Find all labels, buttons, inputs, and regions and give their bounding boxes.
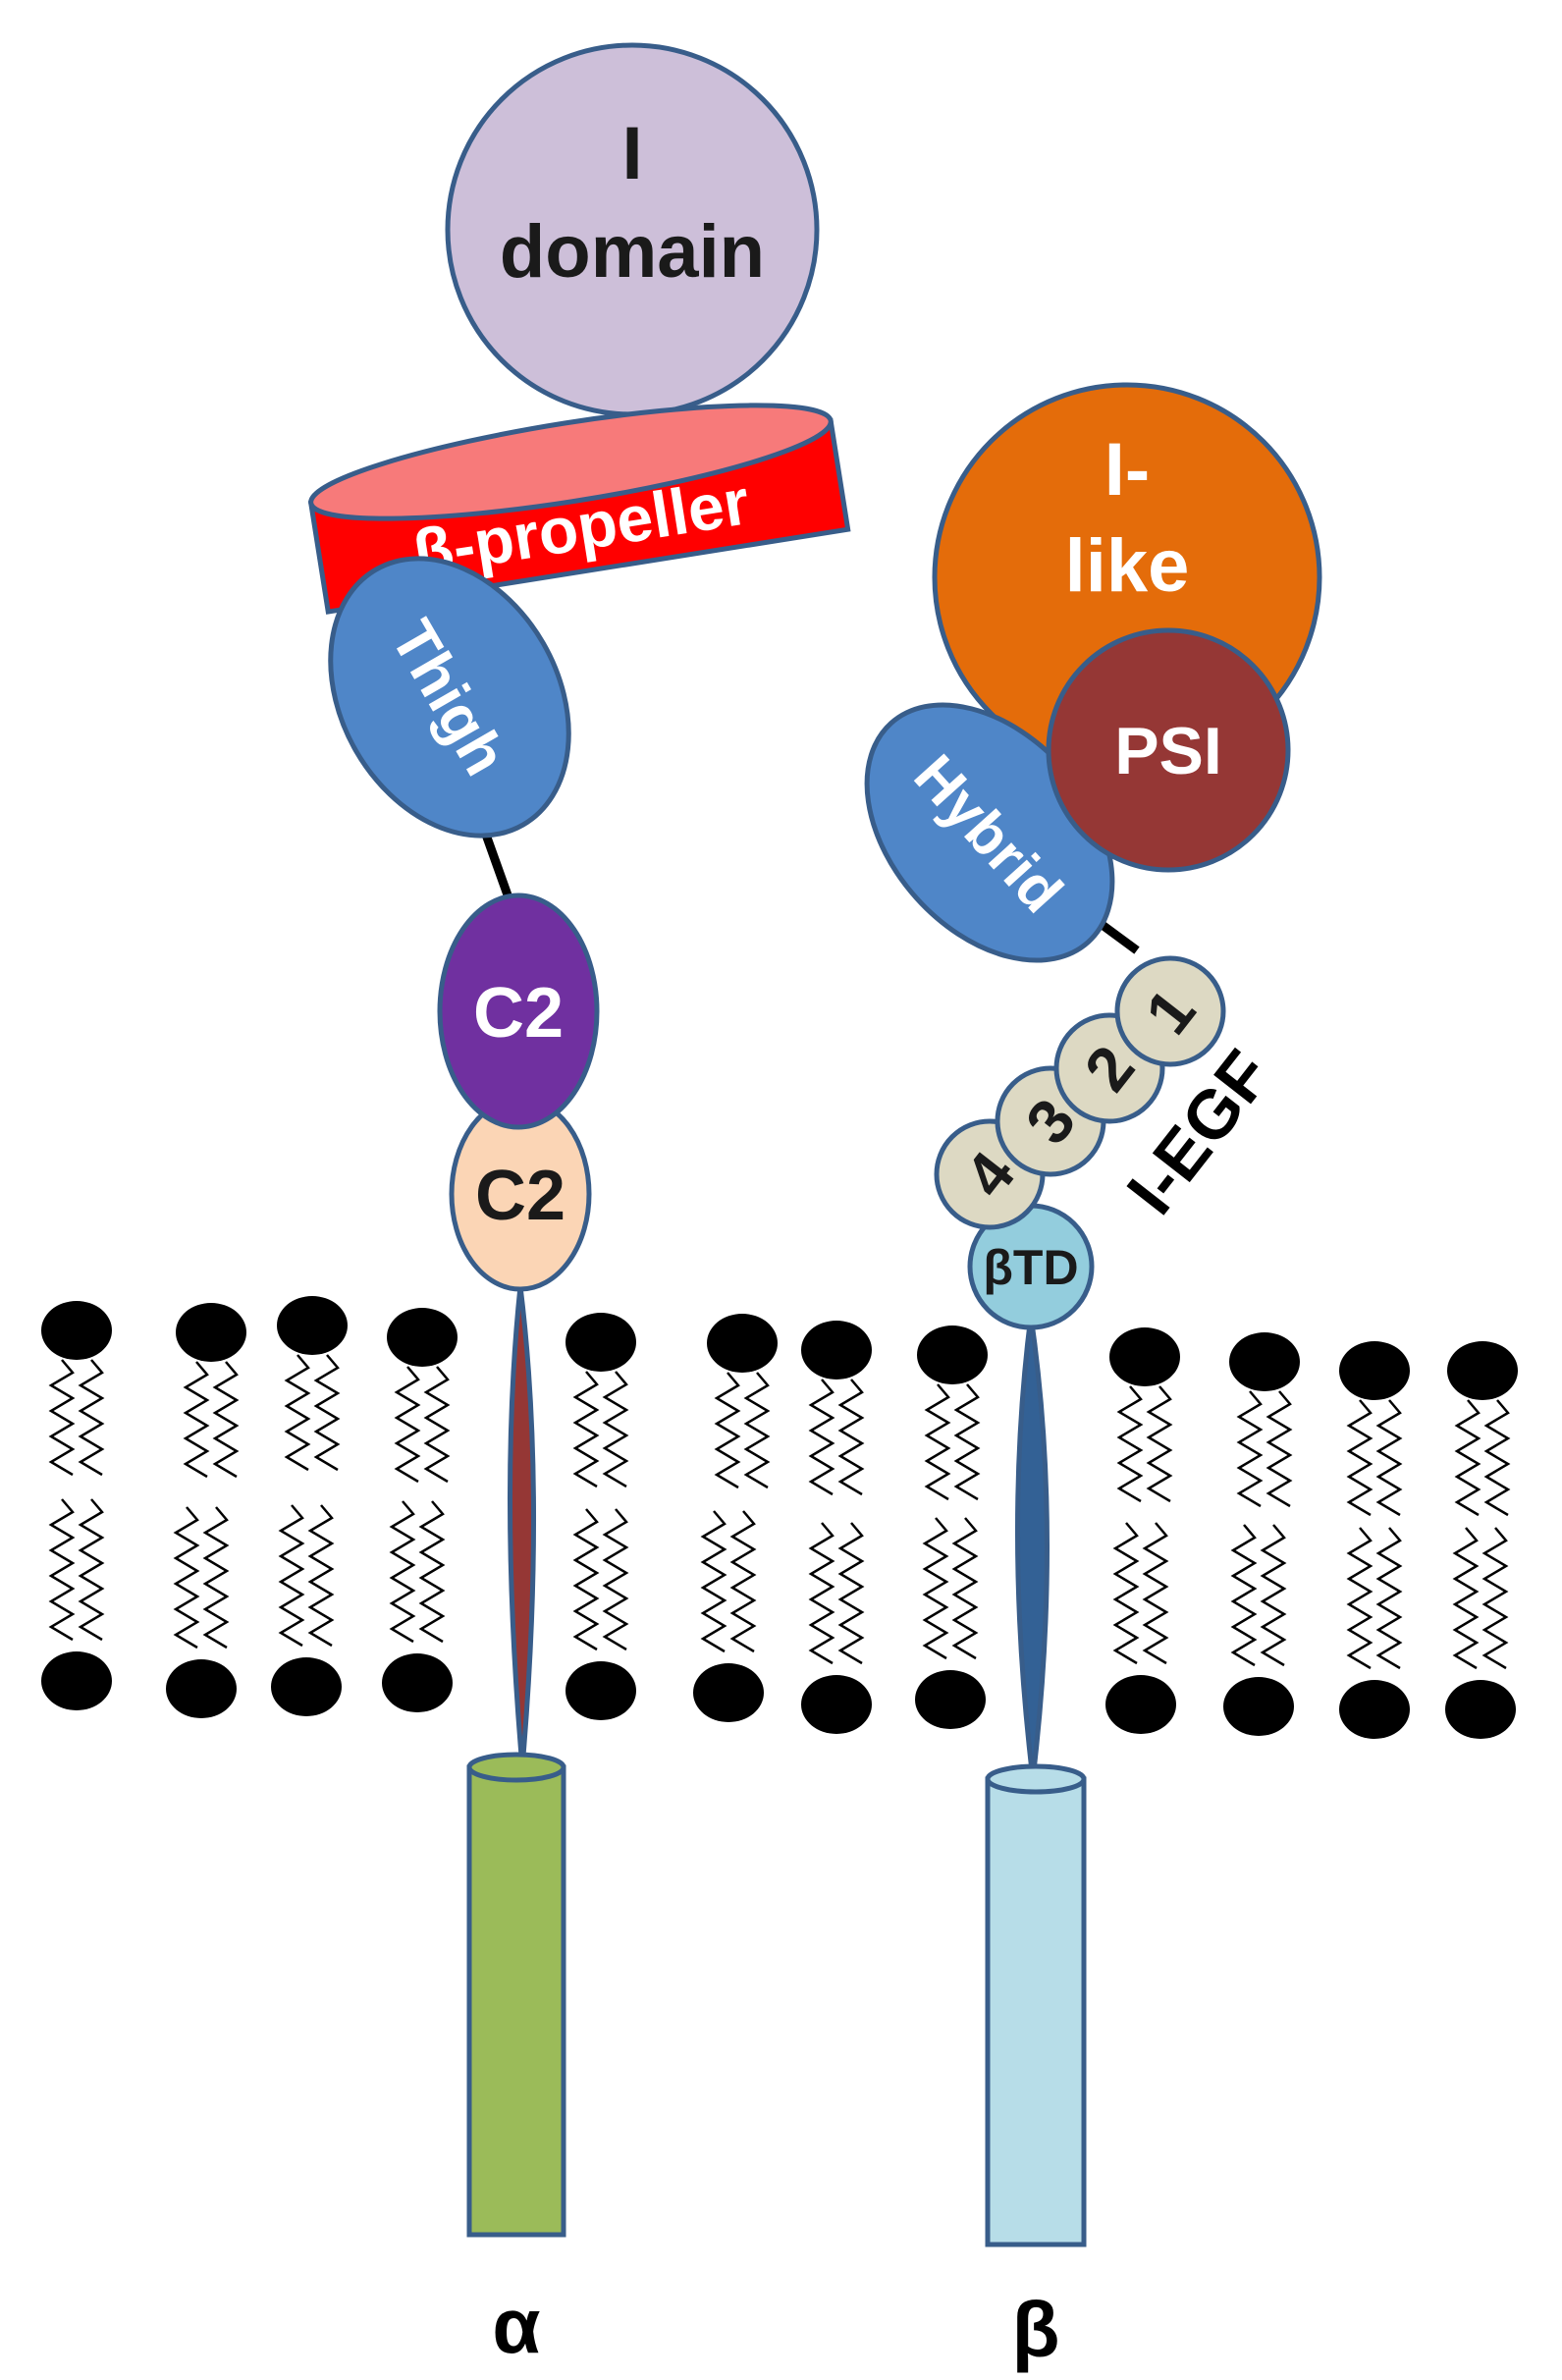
lipid-tail (389, 1500, 416, 1644)
lipid-head (707, 1314, 778, 1373)
lipid-tail (418, 1500, 446, 1644)
lipid-tail (572, 1371, 600, 1488)
lipid-tail (1260, 1524, 1287, 1667)
lipid-tail (953, 1383, 981, 1501)
lipid-tail (602, 1508, 629, 1651)
lipid-head (41, 1301, 112, 1360)
lipid-tail (1481, 1527, 1509, 1670)
lipid-tail (714, 1372, 741, 1489)
lipid-head (566, 1313, 636, 1372)
lipid-tail (423, 1366, 451, 1484)
lipid-head (566, 1661, 636, 1720)
lipid-tail (202, 1506, 230, 1650)
lipid-tail (729, 1510, 757, 1653)
lipid-head (1339, 1680, 1410, 1739)
alpha-c2-upper-label: C2 (473, 974, 564, 1053)
alpha-cytoplasmic-tail (466, 1752, 566, 2238)
lipid-tail (1236, 1390, 1264, 1508)
beta-i-like-label-2: like (1065, 524, 1190, 608)
lipid-tail (183, 1361, 210, 1479)
lipid-head (917, 1325, 988, 1384)
lipid-tail (1454, 1399, 1481, 1517)
beta-linker (1097, 919, 1140, 954)
lipid-tail (1116, 1385, 1144, 1503)
lipid-tail (1375, 1527, 1403, 1670)
lipid-tail (78, 1498, 105, 1642)
lipid-tail (212, 1361, 240, 1479)
beta-i-egf-repeats: 4 3 2 1 (934, 955, 1226, 1230)
lipid-tail (313, 1354, 341, 1472)
beta-cytoplasmic-tail (985, 1763, 1087, 2247)
lipid-tail (743, 1372, 771, 1489)
lipid-tail (278, 1504, 305, 1648)
alpha-transmembrane (507, 1285, 537, 1768)
lipid-tail (1146, 1385, 1173, 1503)
lipid-head (801, 1675, 872, 1734)
alpha-i-domain-label-1: I (621, 112, 642, 195)
lipid-tail (1375, 1399, 1403, 1517)
lipid-head (1109, 1327, 1180, 1386)
lipid-head (1447, 1341, 1518, 1400)
lipid-tail (48, 1498, 76, 1642)
lipid-tail (1112, 1522, 1140, 1665)
alpha-c2-upper (437, 892, 600, 1130)
lipid-tail (284, 1354, 311, 1472)
lipid-head (1223, 1677, 1294, 1736)
lipid-tail (1483, 1399, 1511, 1517)
beta-psi-label: PSI (1114, 714, 1222, 788)
alpha-chain-label: α (492, 2282, 540, 2369)
lipid-tail (394, 1366, 421, 1484)
lipid-tail (1142, 1522, 1169, 1665)
lipid-head (693, 1663, 764, 1722)
lipid-head (277, 1296, 348, 1355)
lipid-tail (1346, 1527, 1373, 1670)
alpha-subunit: I domain β-propeller Thigh C2 C2 α (307, 42, 851, 2369)
lipid-tail (1230, 1524, 1258, 1667)
lipid-head (915, 1670, 986, 1729)
beta-transmembrane (1015, 1315, 1050, 1780)
lipid-tail (173, 1506, 200, 1650)
lipid-tail (602, 1371, 629, 1488)
beta-psi-domain (1046, 627, 1291, 873)
beta-chain-label: β (1012, 2286, 1060, 2373)
lipid-tail (1452, 1527, 1480, 1670)
lipid-head (801, 1321, 872, 1379)
lipid-head (176, 1303, 246, 1362)
lipid-tail (837, 1522, 865, 1665)
lipid-head (1445, 1680, 1516, 1739)
lipid-head (41, 1651, 112, 1710)
beta-i-like-label-1: I- (1104, 428, 1150, 512)
alpha-thigh: Thigh (328, 556, 571, 838)
beta-subunit: I- like Hybrid PSI βTD 4 3 2 1 I-EGF (864, 382, 1322, 2373)
lipid-tail (572, 1508, 600, 1651)
lipid-tail (837, 1379, 865, 1496)
lipid-head (271, 1657, 342, 1716)
egf-repeat-1 (1114, 955, 1226, 1067)
lipid-tail (808, 1522, 835, 1665)
beta-td-label: βTD (983, 1240, 1078, 1295)
lipid-tail (307, 1504, 335, 1648)
lipid-head (387, 1308, 458, 1367)
alpha-linker (481, 833, 515, 905)
alpha-c2-lower-label: C2 (475, 1157, 566, 1235)
lipid-tail (924, 1383, 951, 1501)
lipid-tail (1346, 1399, 1373, 1517)
lipid-tail (48, 1359, 76, 1477)
lipid-bilayer (41, 1296, 1518, 1739)
lipid-head (382, 1653, 453, 1712)
lipid-tail (700, 1510, 727, 1653)
lipid-head (1229, 1332, 1300, 1391)
lipid-tail (951, 1517, 979, 1660)
alpha-i-domain-label-2: domain (500, 210, 765, 294)
lipid-tail (922, 1517, 949, 1660)
lipid-head (1105, 1675, 1176, 1734)
lipid-head (1339, 1341, 1410, 1400)
lipid-head (166, 1659, 237, 1718)
lipid-tail (1266, 1390, 1293, 1508)
lipid-tail (78, 1359, 105, 1477)
lipid-tail (808, 1379, 835, 1496)
